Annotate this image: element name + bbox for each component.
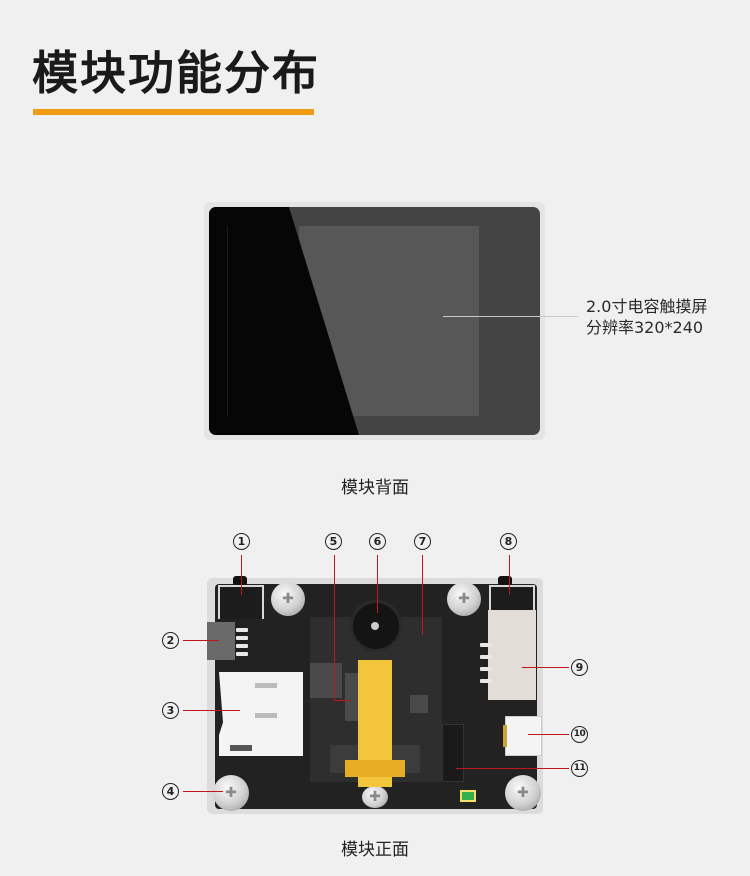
callout-number: 9 bbox=[575, 661, 584, 674]
leader-6 bbox=[377, 555, 378, 613]
leader-2 bbox=[183, 640, 219, 641]
leader-8 bbox=[509, 555, 510, 595]
leader-9 bbox=[522, 667, 569, 668]
callout-number: 3 bbox=[166, 704, 175, 717]
sd-slot-detail bbox=[255, 713, 277, 718]
callout-number: 4 bbox=[166, 785, 175, 798]
connector-pin bbox=[480, 643, 492, 647]
small-chip bbox=[410, 695, 428, 713]
screen-spec: 2.0寸电容触摸屏 分辨率320*240 bbox=[586, 296, 707, 338]
screw-bottom-right bbox=[505, 775, 541, 811]
connector-pin bbox=[480, 667, 492, 671]
callout-number: 5 bbox=[329, 535, 338, 548]
leader-7 bbox=[422, 555, 423, 635]
button-cap-8 bbox=[498, 576, 512, 586]
screen-edge-line bbox=[227, 226, 228, 416]
status-led bbox=[460, 790, 476, 802]
callout-number: 7 bbox=[418, 535, 427, 548]
callout-number: 6 bbox=[373, 535, 382, 548]
usb-pins bbox=[503, 725, 507, 747]
callout-7: 7 bbox=[414, 533, 431, 550]
leader-10 bbox=[528, 734, 569, 735]
callout-9: 9 bbox=[571, 659, 588, 676]
callout-number: 11 bbox=[573, 763, 586, 773]
button-cap-1 bbox=[233, 576, 247, 586]
callout-6: 6 bbox=[369, 533, 386, 550]
back-view-caption: 模块背面 bbox=[341, 478, 409, 498]
callout-number: 2 bbox=[166, 634, 175, 647]
callout-1: 1 bbox=[233, 533, 250, 550]
callout-number: 1 bbox=[237, 535, 246, 548]
connector-pin bbox=[480, 679, 492, 683]
screen-resolution-label: 分辨率320*240 bbox=[586, 318, 704, 337]
chip-5 bbox=[310, 663, 342, 698]
callout-number: 8 bbox=[504, 535, 513, 548]
touch-screen bbox=[209, 207, 540, 435]
callout-2: 2 bbox=[162, 632, 179, 649]
leader-3 bbox=[183, 710, 240, 711]
title-underline bbox=[33, 109, 314, 115]
connector-pin bbox=[236, 628, 248, 632]
page-title: 模块功能分布 bbox=[32, 46, 320, 100]
connector-pin bbox=[236, 644, 248, 648]
connector-pin bbox=[236, 652, 248, 656]
screw-top-right bbox=[447, 582, 481, 616]
leader-5 bbox=[334, 555, 335, 700]
micro-usb-port bbox=[505, 716, 542, 756]
screen-leader-line bbox=[443, 316, 578, 317]
leader-5-h bbox=[334, 700, 350, 701]
wire-connector-9 bbox=[488, 610, 536, 700]
screen-size-label: 2.0寸电容触摸屏 bbox=[586, 297, 708, 316]
callout-3: 3 bbox=[162, 702, 179, 719]
screw-bottom-center bbox=[362, 786, 388, 808]
ic-chip-11 bbox=[442, 724, 464, 782]
leader-11 bbox=[456, 768, 569, 769]
front-view-caption: 模块正面 bbox=[341, 840, 409, 860]
connector-pin bbox=[480, 655, 492, 659]
screw-bottom-left bbox=[213, 775, 249, 811]
leader-4 bbox=[183, 791, 223, 792]
callout-number: 10 bbox=[573, 729, 586, 739]
sd-slot-detail bbox=[255, 683, 277, 688]
callout-11: 11 bbox=[571, 760, 588, 777]
callout-10: 10 bbox=[571, 726, 588, 743]
connector-pin bbox=[236, 636, 248, 640]
callout-8: 8 bbox=[500, 533, 517, 550]
leader-1 bbox=[241, 555, 242, 595]
callout-4: 4 bbox=[162, 783, 179, 800]
sd-slot-detail bbox=[230, 745, 252, 751]
ribbon-tape bbox=[345, 760, 405, 777]
side-connector-2 bbox=[207, 622, 235, 660]
callout-5: 5 bbox=[325, 533, 342, 550]
camera-lens-center bbox=[371, 622, 379, 630]
screw-top-left bbox=[271, 582, 305, 616]
